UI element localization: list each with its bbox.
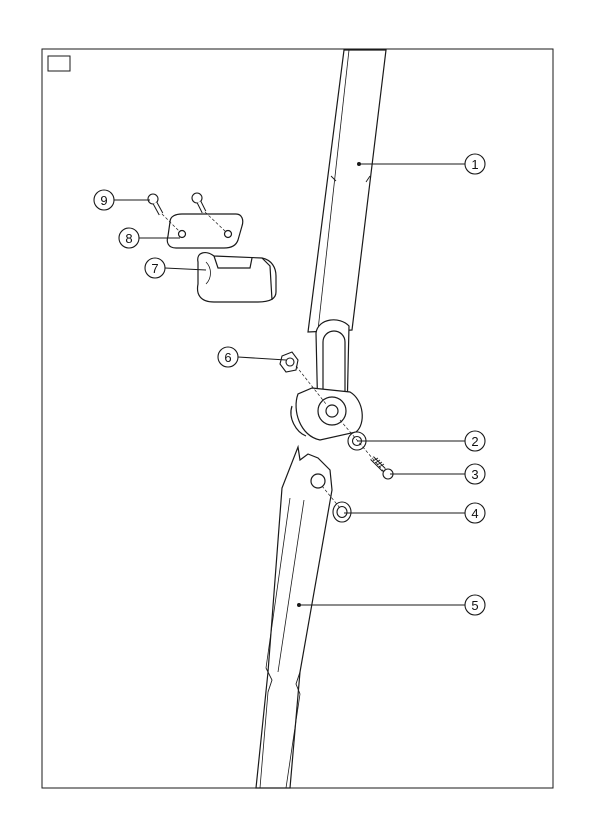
part-nut [280,352,298,372]
callout-label-3: 3 [471,467,478,482]
callout-label-8: 8 [125,231,132,246]
part-washer-lower [333,502,351,522]
callout-label-7: 7 [151,261,158,276]
callout-label-9: 9 [100,193,107,208]
callout-label-6: 6 [224,350,231,365]
callout-label-4: 4 [471,506,478,521]
part-end-cap [198,253,276,302]
part-upper-tube [291,50,386,440]
callout-label-2: 2 [471,434,478,449]
leader-dot-1 [358,163,361,166]
part-screw [372,458,393,479]
leader-line-6 [238,357,286,360]
callout-label-1: 1 [471,157,478,172]
part-screw-pair [148,193,204,214]
callout-label-5: 5 [471,598,478,613]
leader-dot-5 [298,604,301,607]
part-lower-tube [256,447,332,788]
part-clamp-plate [167,214,242,248]
page-tab-box [48,56,70,71]
